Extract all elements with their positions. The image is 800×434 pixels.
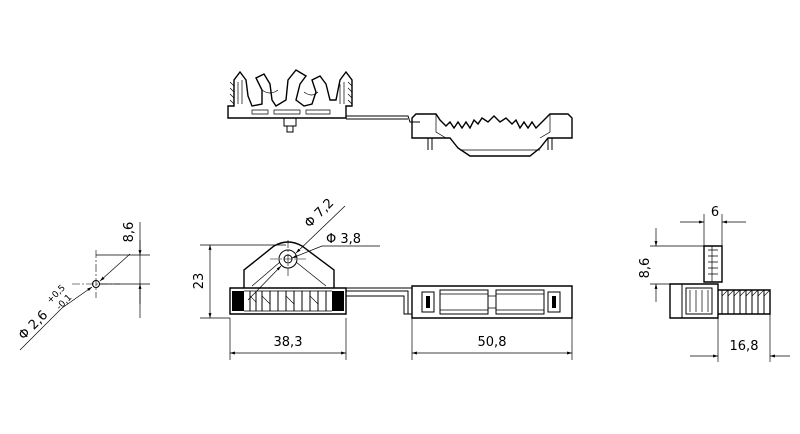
saddle-clamp xyxy=(411,113,573,157)
hole-detail-view: 8,6 Φ 2,6 +0,5 -0,1 xyxy=(16,222,150,351)
dim-38-3-label: 38,3 xyxy=(274,335,303,350)
comb-block xyxy=(227,69,353,119)
dim-16-8-label: 16,8 xyxy=(730,339,759,354)
dim-3-8-label: Φ 3,8 xyxy=(326,232,361,247)
strip xyxy=(345,287,413,315)
connecting-strip xyxy=(346,115,420,123)
side-post xyxy=(703,245,723,283)
dim-7-2-label: Φ 7,2 xyxy=(302,196,337,231)
dim-6-label: 6 xyxy=(711,205,719,220)
dim-8-6-label: 8,6 xyxy=(122,222,137,243)
top-elevation-view xyxy=(227,69,573,157)
dim-23-label: 23 xyxy=(192,273,207,290)
mounting-lug xyxy=(243,240,335,288)
dim-2-6-label: Φ 2,6 xyxy=(16,308,51,343)
clamp-plan xyxy=(411,285,573,319)
screw-stub xyxy=(283,118,297,133)
comb-base xyxy=(229,287,347,315)
side-view: 6 8,6 16,8 xyxy=(638,205,790,362)
side-body xyxy=(669,283,771,319)
dim-50-8-label: 50,8 xyxy=(478,335,507,350)
plan-view: Φ 7,2 Φ 3,8 23 38,3 50,8 xyxy=(192,196,573,360)
dim-8-6-right-label: 8,6 xyxy=(638,258,653,279)
